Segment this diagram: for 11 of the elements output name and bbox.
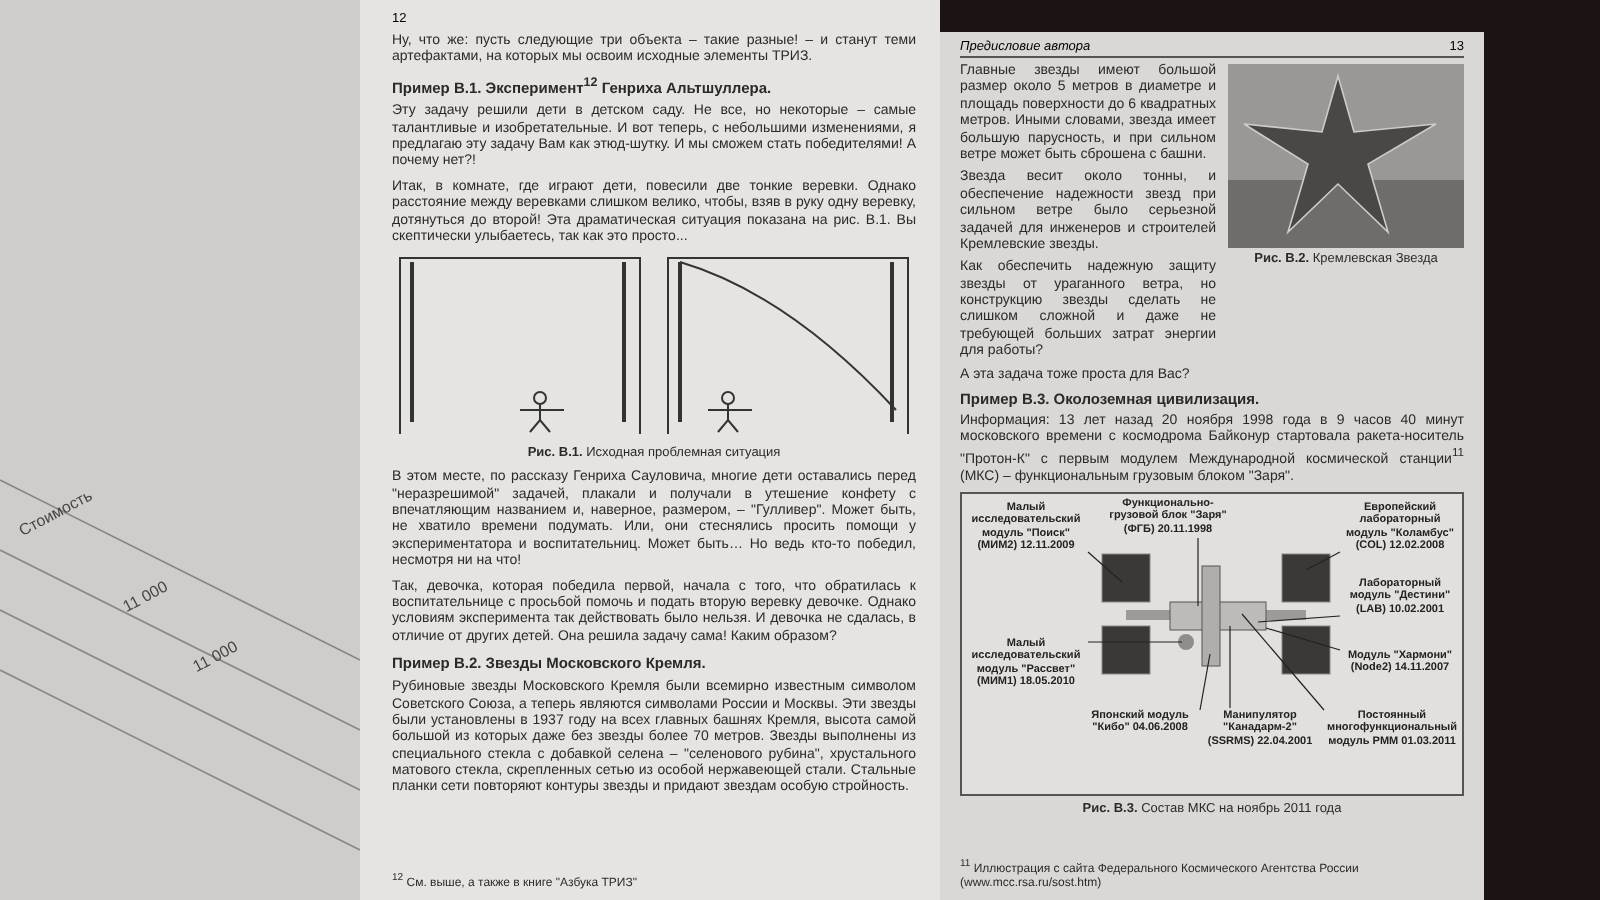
table-text: 11 000 (120, 577, 171, 616)
leader-line (1257, 615, 1341, 623)
leader-line (1229, 625, 1231, 709)
leader-line (1265, 627, 1341, 651)
leader-line (1087, 551, 1123, 583)
leader-line (1197, 537, 1199, 607)
leader-line (1199, 653, 1211, 711)
leader-line (1241, 613, 1325, 711)
table-text: 11 000 (190, 637, 241, 676)
leader-line (1087, 641, 1183, 643)
leader-line (1305, 551, 1341, 571)
